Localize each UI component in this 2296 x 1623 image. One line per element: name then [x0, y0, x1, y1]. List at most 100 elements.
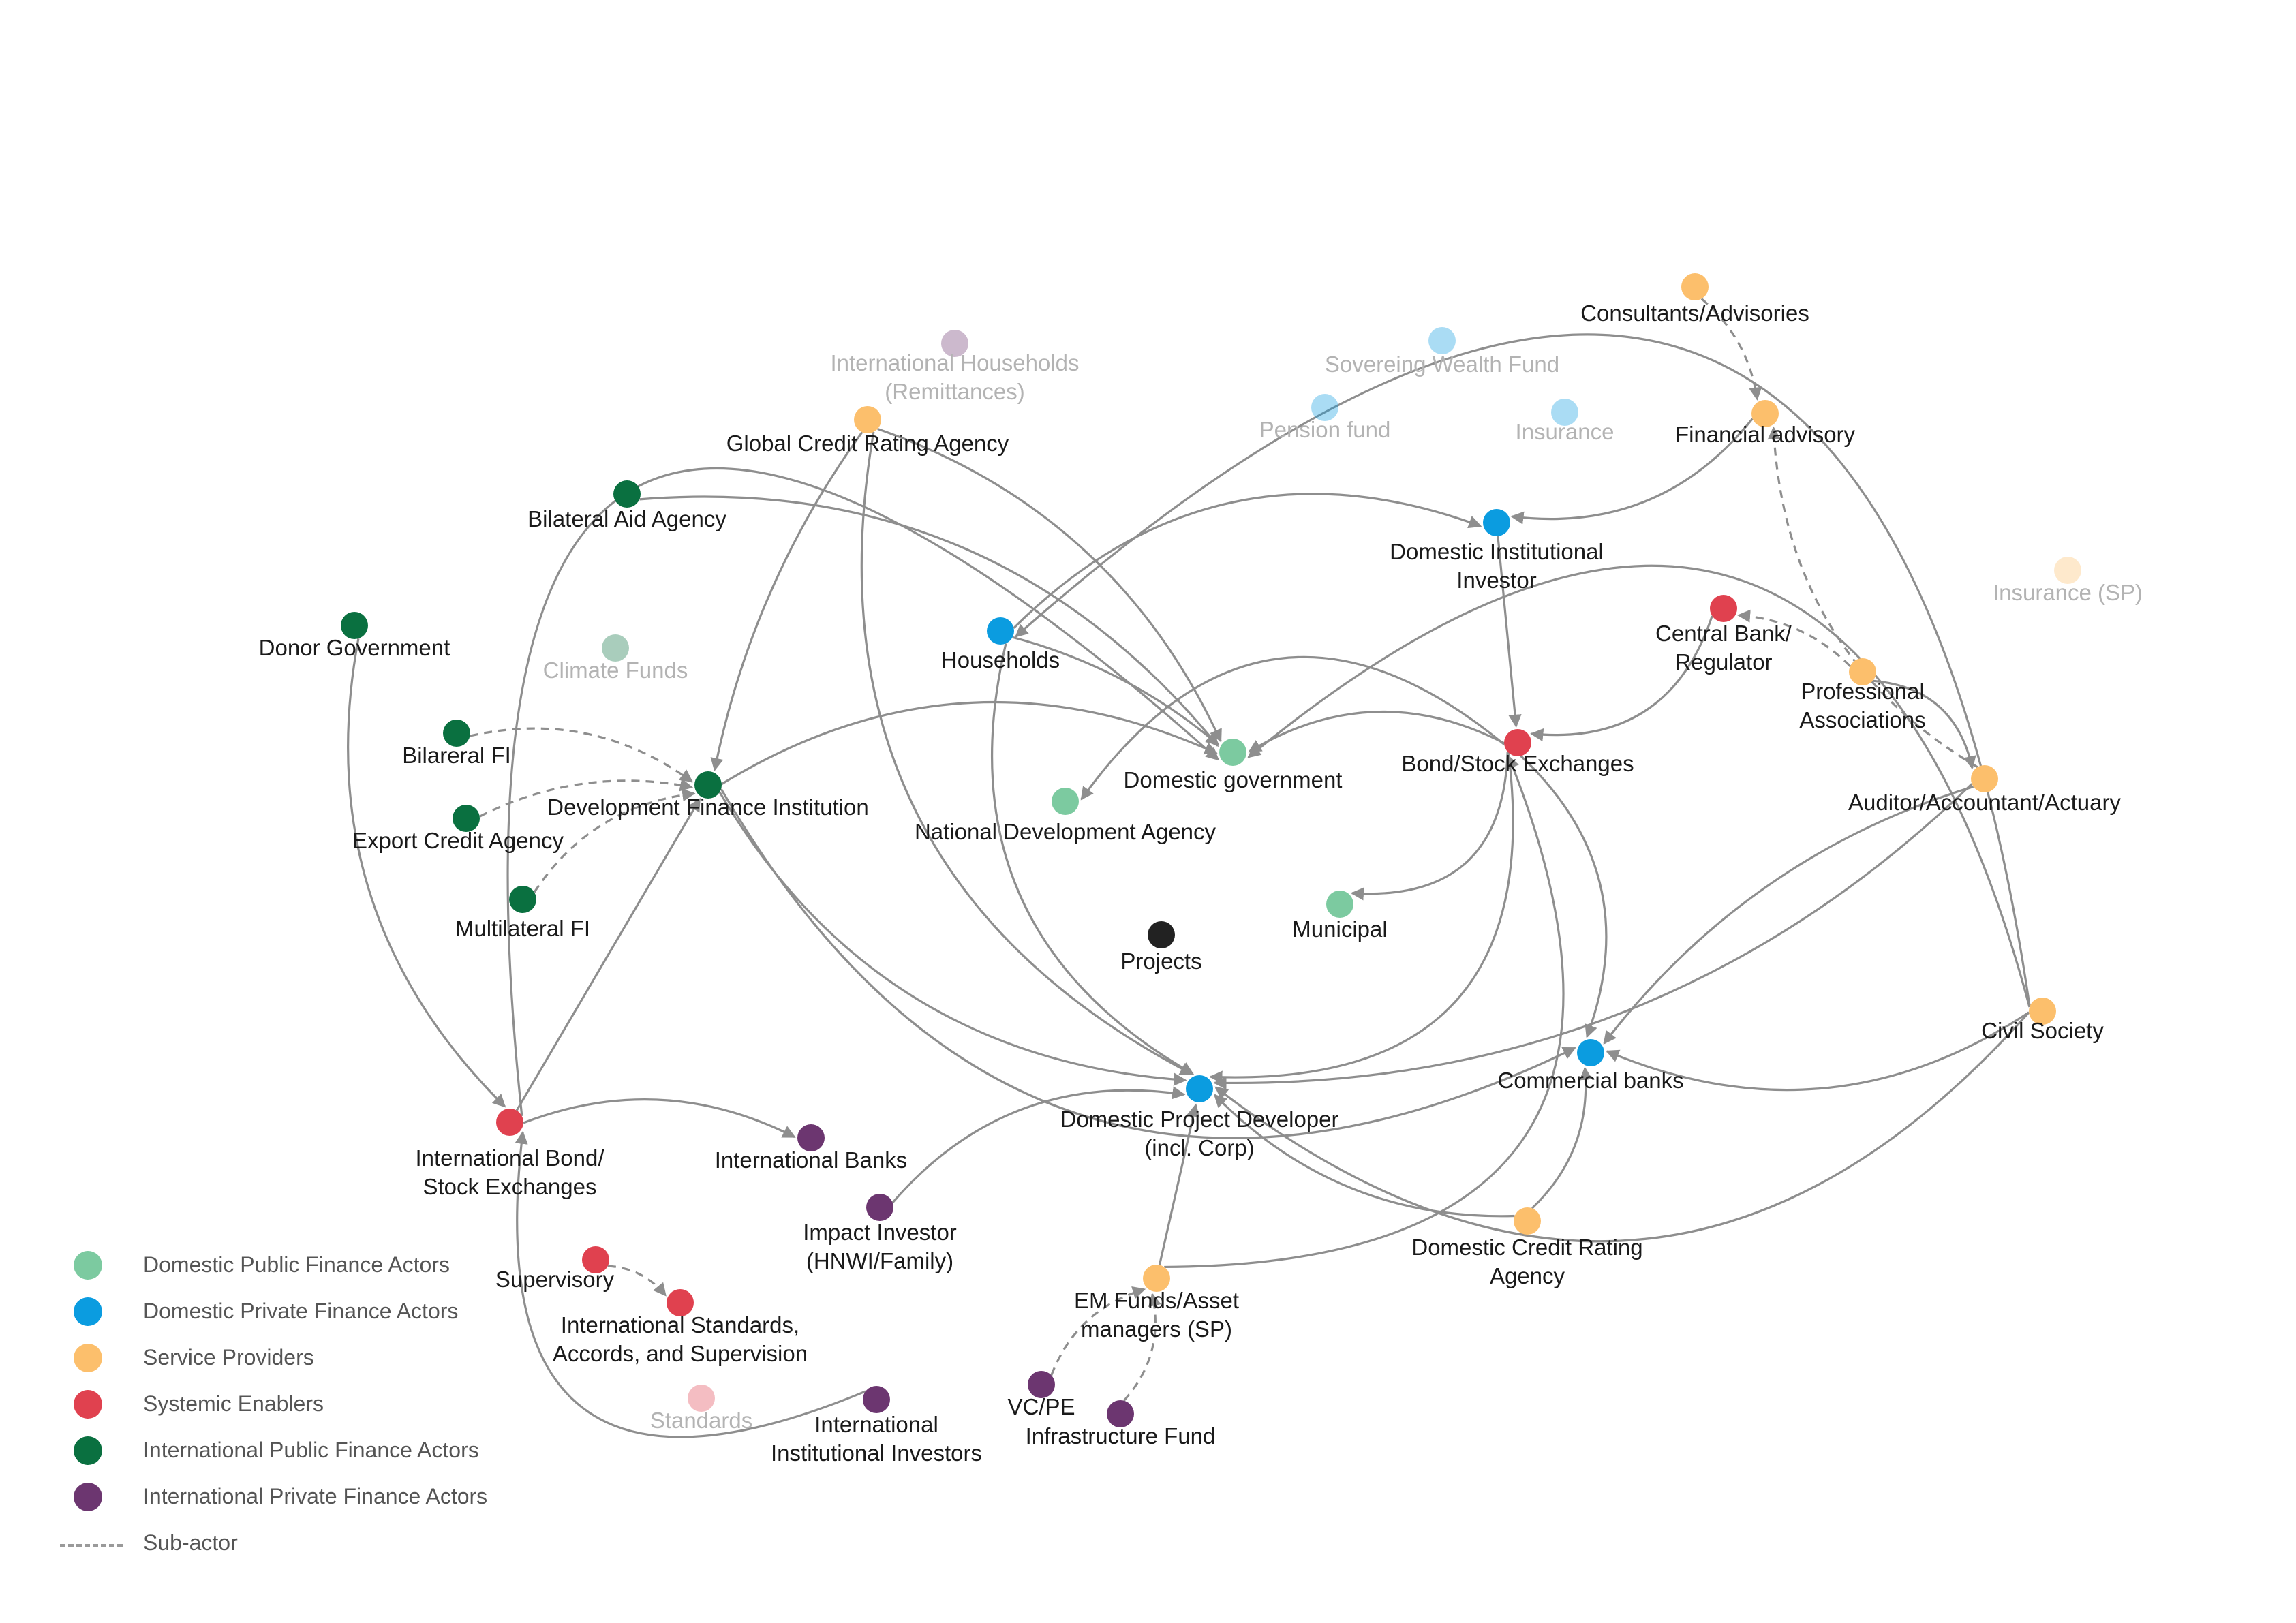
legend-item-sub-actor: Sub-actor: [60, 1522, 619, 1568]
sub-actor-edge: [1767, 426, 1978, 769]
node-dot: [453, 805, 480, 832]
flow-edge: [877, 427, 1222, 743]
flow-edge: [1214, 1011, 2030, 1243]
node-label: Investor: [1456, 568, 1536, 593]
flow-edge: [891, 1086, 1186, 1204]
sub-actor-edge: [1050, 1286, 1146, 1376]
node-label: Central Bank/: [1655, 621, 1792, 646]
flow-edge: [721, 700, 1218, 786]
node-label: Financial advisory: [1675, 422, 1856, 447]
node-label: Bond/Stock Exchanges: [1401, 751, 1634, 776]
node-bond-stock-exchanges: Bond/Stock Exchanges: [1401, 729, 1634, 776]
flow-edge: [1531, 1066, 1593, 1209]
flow-edge: [1012, 636, 1220, 746]
node-label: National Development Agency: [915, 819, 1216, 844]
node-households: Households: [941, 617, 1060, 673]
node-label: Sovereing Wealth Fund: [1325, 352, 1559, 377]
flow-edge: [523, 1098, 796, 1139]
node-label: managers (SP): [1081, 1316, 1232, 1342]
node-domestic-project-developer: Domestic Project Developer(incl. Corp): [1060, 1075, 1339, 1160]
node-dot: [1710, 595, 1737, 622]
node-dot: [1311, 394, 1338, 421]
flow-edge: [1213, 783, 1973, 1090]
node-donor-government: Donor Government: [259, 612, 450, 660]
node-dot: [1428, 327, 1456, 354]
node-municipal: Municipal: [1292, 891, 1388, 942]
node-insurance-sp: Insurance (SP): [1993, 557, 2143, 605]
node-label: Export Credit Agency: [352, 828, 564, 853]
node-sovereign-wealth-fund: Sovereing Wealth Fund: [1325, 327, 1559, 377]
node-central-bank: Central Bank/Regulator: [1655, 595, 1792, 675]
sub-actor-edge: [607, 1265, 667, 1297]
node-dot: [1219, 739, 1246, 766]
node-supervisory: Supervisory: [495, 1246, 615, 1292]
node-dot: [1514, 1207, 1541, 1235]
node-dot: [582, 1246, 609, 1273]
node-label: Domestic Credit Rating: [1411, 1235, 1642, 1260]
node-dot: [443, 720, 470, 747]
node-label: International Bond/: [415, 1145, 604, 1171]
legend-label: International Public Finance Actors: [143, 1438, 479, 1462]
node-intl-households: International Households(Remittances): [830, 330, 1080, 404]
node-dot: [854, 406, 881, 433]
flow-edge: [639, 495, 1219, 747]
legend-swatch: [74, 1251, 102, 1280]
node-label: Associations: [1799, 707, 1925, 732]
node-multilateral-fi: Multilateral FI: [455, 886, 590, 941]
flow-edge: [720, 788, 1576, 1139]
node-label: Projects: [1120, 948, 1201, 974]
node-em-funds: EM Funds/Asset managers (SP): [1074, 1265, 1239, 1342]
node-label: (Remittances): [885, 379, 1024, 404]
node-dot: [341, 612, 368, 639]
flow-edge: [515, 798, 701, 1111]
node-label: Standards: [650, 1408, 752, 1433]
node-label: Bilateral Aid Agency: [527, 506, 726, 531]
flow-edge: [1015, 333, 2031, 1007]
flow-edge: [990, 643, 1195, 1075]
legend-swatch: [74, 1483, 102, 1511]
node-label: Institutional Investors: [771, 1440, 982, 1466]
node-consultants: Consultants/Advisories: [1580, 273, 1809, 326]
legend-swatch: [74, 1436, 102, 1465]
node-label: Accords, and Supervision: [553, 1341, 808, 1366]
legend-label: Domestic Public Finance Actors: [143, 1252, 450, 1277]
node-label: Municipal: [1292, 916, 1387, 942]
node-label: Insurance: [1516, 419, 1614, 444]
node-infrastructure-fund: Infrastructure Fund: [1026, 1400, 1216, 1449]
flow-edge: [1530, 615, 1713, 742]
node-label: Commercial banks: [1497, 1068, 1683, 1093]
legend-label: Service Providers: [143, 1345, 314, 1370]
node-dfi: Development Finance Institution: [547, 771, 869, 820]
node-label: EM Funds/Asset: [1074, 1288, 1239, 1313]
node-label: Climate Funds: [543, 658, 688, 683]
flow-edge: [1520, 755, 1608, 1038]
flow-edge: [515, 1130, 866, 1438]
flow-edge: [1510, 418, 1754, 525]
sub-actor-edge: [479, 778, 694, 818]
node-label: Infrastructure Fund: [1026, 1423, 1216, 1449]
node-label: Domestic government: [1124, 767, 1343, 792]
legend-swatch: [74, 1390, 102, 1419]
legend-label: Systemic Enablers: [143, 1391, 324, 1416]
node-dot: [987, 617, 1014, 645]
node-civil-society: Civil Society: [1981, 998, 2104, 1043]
node-label: Supervisory: [495, 1267, 615, 1292]
node-dot: [694, 771, 722, 799]
node-dot: [1551, 399, 1578, 426]
node-label: International Standards,: [561, 1312, 799, 1338]
legend-item: International Private Finance Actors: [74, 1476, 619, 1522]
node-dot: [1107, 1400, 1134, 1427]
node-dot: [1052, 788, 1079, 815]
dashed-line-icon: [60, 1544, 123, 1547]
flow-edge: [506, 467, 1220, 1117]
node-dot: [602, 634, 629, 662]
node-dot: [1971, 765, 1998, 792]
node-dot: [688, 1385, 715, 1412]
node-climate-funds: Climate Funds: [543, 634, 688, 683]
node-domestic-government: Domestic government: [1124, 739, 1343, 792]
node-dot: [1483, 509, 1510, 536]
